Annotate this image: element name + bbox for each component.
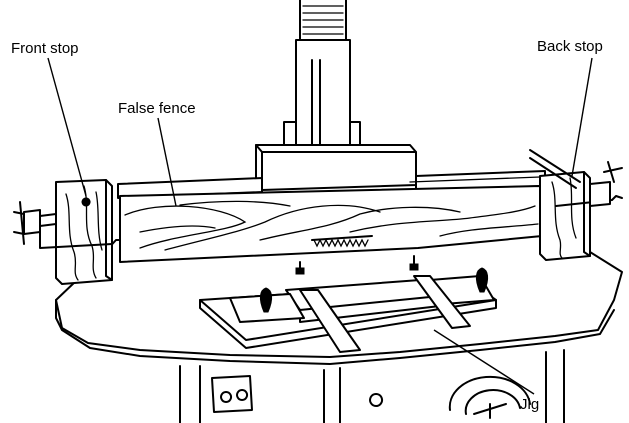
back-stop-leader bbox=[571, 57, 593, 177]
back-stop-label: Back stop bbox=[537, 38, 603, 55]
pressure-box bbox=[255, 144, 417, 191]
machine-base bbox=[179, 349, 565, 423]
jig bbox=[199, 255, 497, 353]
overhead-column bbox=[283, 0, 361, 151]
front-stop bbox=[13, 179, 113, 285]
back-stop bbox=[529, 149, 623, 261]
jig-leader bbox=[433, 329, 535, 395]
cutter-block bbox=[311, 235, 373, 248]
front-stop-label: Front stop bbox=[11, 40, 79, 57]
leader-lines bbox=[47, 57, 593, 395]
false-fence-leader bbox=[157, 117, 177, 207]
false-fence bbox=[119, 185, 543, 263]
false-fence-label: False fence bbox=[118, 100, 196, 117]
jig-label: Jig bbox=[520, 396, 539, 413]
front-stop-leader bbox=[47, 57, 87, 197]
